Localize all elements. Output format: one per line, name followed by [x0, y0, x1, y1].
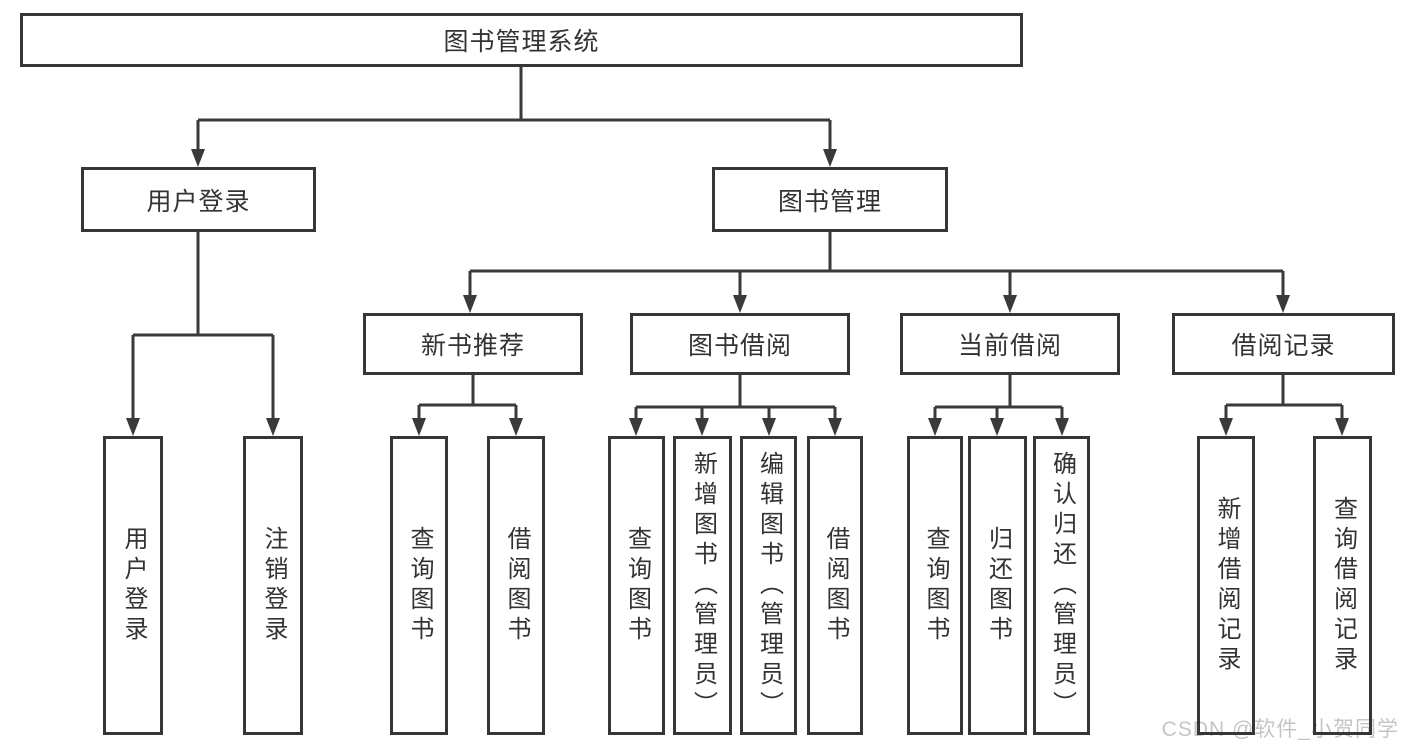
leaf-borrow-add-book: 新增图书（管理员）	[673, 436, 732, 735]
leaf-borrow-borrow-book-label: 借阅图书	[822, 525, 849, 646]
leaf-borrow-borrow-book: 借阅图书	[807, 436, 863, 735]
node-root-label: 图书管理系统	[443, 28, 600, 56]
leaf-borrow-query-book-label: 查询图书	[623, 525, 651, 646]
leaf-recommend-query-book: 查询图书	[390, 436, 448, 735]
leaf-record-add: 新增借阅记录	[1197, 436, 1255, 735]
node-root: 图书管理系统	[20, 13, 1023, 67]
leaf-borrow-add-book-label: 新增图书（管理员）	[689, 450, 717, 721]
watermark: CSDN @软件_小贺同学	[1161, 718, 1399, 741]
leaf-current-confirm-return-label: 确认归还（管理员）	[1048, 450, 1076, 721]
node-new-book-recommend: 新书推荐	[363, 313, 583, 375]
node-user-login-label: 用户登录	[146, 187, 251, 216]
leaf-current-return-book: 归还图书	[968, 436, 1027, 735]
node-current-borrow-label: 当前借阅	[957, 332, 1062, 360]
node-current-borrow: 当前借阅	[900, 313, 1120, 375]
node-book-management-label: 图书管理	[777, 187, 882, 216]
leaf-user-login-label: 用户登录	[120, 525, 147, 646]
leaf-borrow-edit-book-label: 编辑图书（管理员）	[755, 450, 783, 721]
leaf-recommend-query-book-label: 查询图书	[406, 525, 433, 646]
leaf-logout-label: 注销登录	[260, 525, 287, 646]
leaf-borrow-edit-book: 编辑图书（管理员）	[740, 436, 797, 735]
leaf-record-add-label: 新增借阅记录	[1213, 495, 1240, 676]
leaf-logout: 注销登录	[243, 436, 303, 735]
node-user-login: 用户登录	[81, 167, 316, 232]
leaf-current-query-book-label: 查询图书	[922, 525, 949, 646]
leaf-user-login: 用户登录	[103, 436, 163, 735]
node-borrow-records-label: 借阅记录	[1231, 332, 1336, 360]
leaf-record-query-label: 查询借阅记录	[1329, 495, 1357, 676]
leaf-current-return-book-label: 归还图书	[984, 525, 1012, 646]
leaf-recommend-borrow-book-label: 借阅图书	[503, 525, 530, 646]
leaf-record-query: 查询借阅记录	[1313, 436, 1372, 735]
node-new-book-recommend-label: 新书推荐	[420, 332, 525, 360]
node-book-borrow-label: 图书借阅	[687, 332, 792, 360]
leaf-current-query-book: 查询图书	[907, 436, 963, 735]
leaf-borrow-query-book: 查询图书	[608, 436, 665, 735]
node-book-management: 图书管理	[712, 167, 948, 232]
node-borrow-records: 借阅记录	[1172, 313, 1395, 375]
node-book-borrow: 图书借阅	[630, 313, 850, 375]
leaf-recommend-borrow-book: 借阅图书	[487, 436, 545, 735]
leaf-current-confirm-return: 确认归还（管理员）	[1033, 436, 1090, 735]
